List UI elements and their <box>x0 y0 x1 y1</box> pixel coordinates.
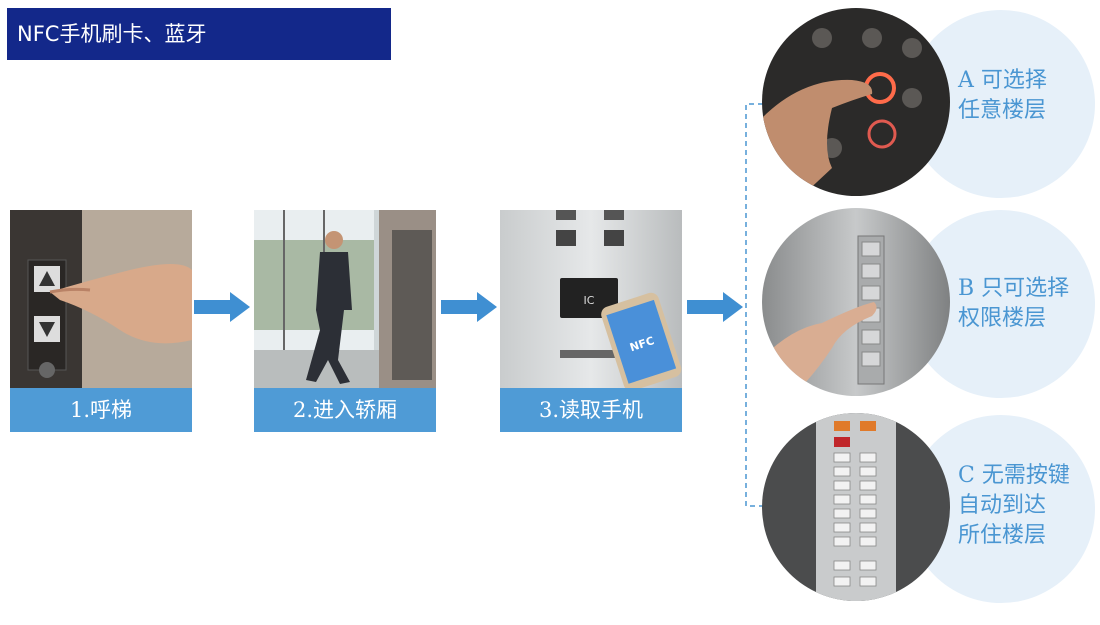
step-label: 2.进入轿厢 <box>254 388 436 432</box>
arrow-right-icon <box>687 292 743 322</box>
page-title: NFC手机刷卡、蓝牙 <box>7 8 391 60</box>
option-line: B 只可选择 <box>958 276 1070 301</box>
enter-car-photo <box>254 210 436 388</box>
option-line: 任意楼层 <box>958 98 1047 123</box>
option-text: C 无需按键 自动到达 所住楼层 <box>958 461 1070 551</box>
option-line: A 可选择 <box>958 68 1047 93</box>
option-line: 权限楼层 <box>958 306 1047 331</box>
option-line: 自动到达 <box>958 493 1047 518</box>
option-permitted-floor: B 只可选择 权限楼层 <box>762 208 1095 403</box>
step-enter-car: 2.进入轿厢 <box>254 210 436 432</box>
call-button-photo <box>10 210 192 388</box>
options-bracket <box>745 103 772 507</box>
step-label: 1.呼梯 <box>10 388 192 432</box>
option-text: B 只可选择 权限楼层 <box>958 274 1069 334</box>
option-line: 所住楼层 <box>958 523 1047 548</box>
step-read-phone: IC NFC 3.读取手机 <box>500 210 682 432</box>
arrow-right-icon <box>194 292 250 322</box>
nfc-reader-photo: IC NFC <box>500 210 682 388</box>
panel-press-photo <box>762 208 950 396</box>
floor-button-photo <box>762 8 950 196</box>
option-line: C 无需按键 <box>958 463 1070 488</box>
keypad-photo <box>762 413 950 601</box>
option-text: A 可选择 任意楼层 <box>958 66 1047 126</box>
arrow-right-icon <box>441 292 497 322</box>
step-call-elevator: 1.呼梯 <box>10 210 192 432</box>
step-label: 3.读取手机 <box>500 388 682 432</box>
option-auto-floor: C 无需按键 自动到达 所住楼层 <box>762 413 1095 608</box>
ic-text: IC <box>584 294 595 307</box>
option-any-floor: A 可选择 任意楼层 <box>762 8 1095 203</box>
